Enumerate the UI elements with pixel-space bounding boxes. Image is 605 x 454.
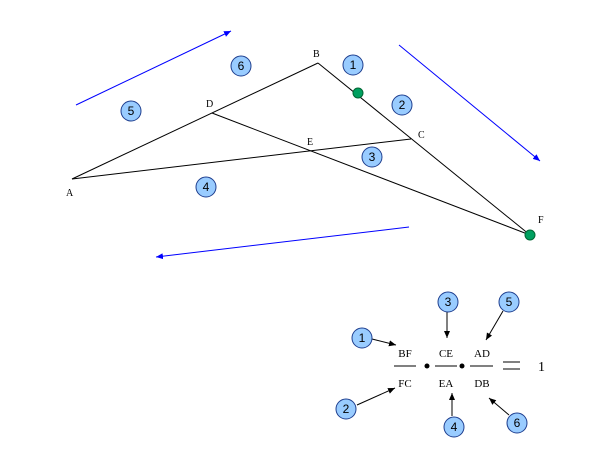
region-badge-3: 3	[361, 146, 383, 168]
region-badge-4: 4	[195, 176, 217, 198]
segment-df	[211, 112, 531, 236]
callout-badge-5: 5	[498, 291, 520, 313]
callout-badge-2: 2	[335, 398, 357, 420]
equation: BF FC CE EA AD DB 1	[394, 348, 545, 390]
ratio1-denominator: FC	[398, 378, 411, 390]
point-label-a: A	[66, 188, 74, 199]
svg-text:2: 2	[343, 402, 350, 416]
callout-arrow-1	[371, 338, 397, 347]
ratio3-denominator: DB	[474, 378, 489, 390]
svg-text:4: 4	[451, 420, 458, 434]
callout-arrow-2	[356, 387, 396, 406]
region-badge-6: 6	[230, 55, 252, 77]
svg-text:6: 6	[238, 59, 245, 73]
point-marker-moving[interactable]	[352, 87, 364, 99]
point-label-e: E	[307, 137, 313, 148]
callout-badge-6: 6	[506, 412, 528, 434]
svg-text:5: 5	[128, 104, 135, 118]
svg-text:2: 2	[399, 98, 406, 112]
svg-text:6: 6	[514, 416, 521, 430]
svg-text:5: 5	[506, 295, 513, 309]
segment-ac	[71, 138, 412, 180]
point-label-f: F	[538, 215, 544, 226]
svg-text:4: 4	[203, 180, 210, 194]
callout-badge-4: 4	[443, 416, 465, 438]
ratio1-numerator: BF	[398, 348, 411, 360]
region-badge-5: 5	[120, 100, 142, 122]
callout-arrow-5	[485, 310, 504, 341]
svg-text:1: 1	[359, 331, 366, 345]
point-label-d: D	[206, 99, 213, 110]
segment-ab	[71, 62, 319, 180]
ratio3-numerator: AD	[474, 348, 490, 360]
point-marker-f[interactable]	[524, 229, 536, 241]
svg-text:1: 1	[350, 58, 357, 72]
multiply-dot-2	[459, 363, 465, 369]
direction-arrow-top-right	[398, 44, 541, 162]
region-badge-1: 1	[342, 54, 364, 76]
direction-arrow-bottom	[155, 226, 410, 260]
region-badge-2: 2	[391, 94, 413, 116]
direction-arrow-top-left	[75, 30, 232, 106]
equals-sign	[503, 361, 520, 370]
multiply-dot-1	[424, 363, 430, 369]
svg-text:3: 3	[445, 295, 452, 309]
equation-result: 1	[538, 360, 545, 375]
callout-badge-3: 3	[437, 291, 459, 313]
segment-bf	[317, 62, 531, 236]
callout-badge-1: 1	[351, 327, 373, 349]
svg-text:3: 3	[369, 150, 376, 164]
ratio2-denominator: EA	[439, 378, 454, 390]
point-label-b: B	[313, 49, 320, 60]
ratio2-numerator: CE	[439, 348, 453, 360]
point-label-c: C	[418, 130, 425, 141]
callout-arrow-6	[488, 397, 510, 416]
